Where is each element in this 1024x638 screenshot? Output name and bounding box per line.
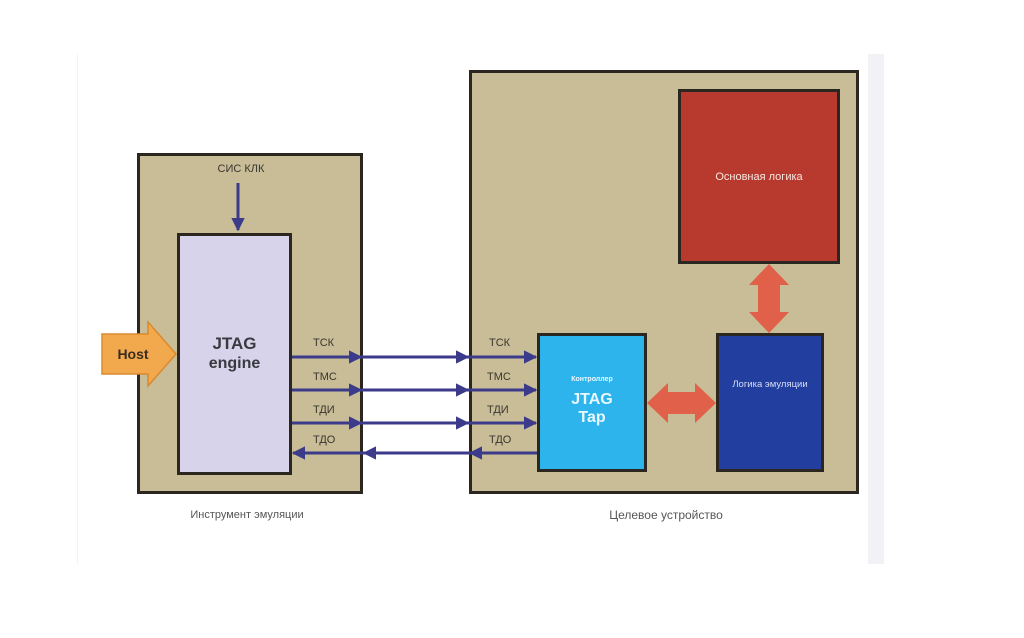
host-arrow — [101, 320, 177, 388]
signal-label-left: ТДИ — [313, 404, 335, 416]
emulation-logic-box — [716, 333, 824, 472]
signal-label-right: ТДО — [489, 434, 512, 446]
jtag-tap-box — [537, 333, 647, 472]
tap-label-2: Tap — [578, 409, 606, 426]
signal-label-left: ТСК — [313, 337, 335, 349]
jtag-engine-label-2: engine — [208, 355, 261, 372]
host-label: Host — [117, 346, 149, 362]
emulation-tool-caption: Инструмент эмуляции — [190, 509, 304, 521]
main-logic-label: Основная логика — [715, 171, 803, 183]
jtag-engine-label-1: JTAG — [212, 334, 257, 353]
main-emulation-bus-arrow — [749, 264, 789, 333]
tap-label-1: JTAG — [571, 391, 613, 408]
emulation-logic-label: Логика эмуляции — [732, 379, 808, 390]
signal-label-right: ТМС — [487, 371, 511, 383]
frame-scroll-strip — [868, 54, 884, 564]
clock-label: СИС КЛК — [217, 163, 265, 175]
signal-label-left: ТДО — [313, 434, 336, 446]
tap-controller-label: Контроллер — [571, 376, 613, 383]
tap-emulation-bus-arrow — [647, 383, 716, 423]
signal-label-right: ТСК — [489, 337, 511, 349]
main-logic-box — [678, 89, 840, 264]
signal-label-left: ТМС — [313, 371, 337, 383]
jtag-engine-box — [177, 233, 292, 475]
target-device-caption: Целевое устройство — [609, 508, 723, 522]
signal-label-right: ТДИ — [487, 404, 509, 416]
